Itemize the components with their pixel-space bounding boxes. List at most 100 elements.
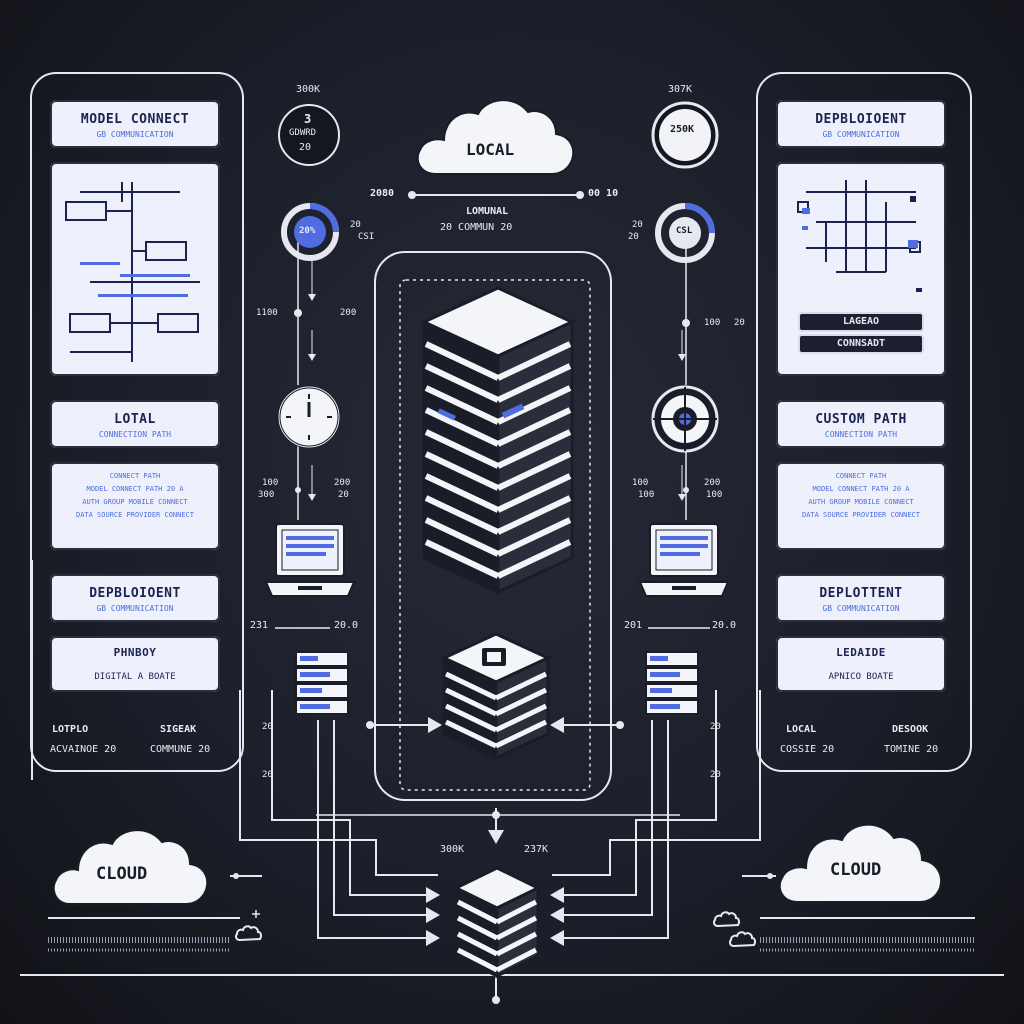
right-panel: [756, 72, 972, 772]
right-mid-label-3: 200: [704, 478, 721, 488]
left-mid-label-4: 20: [338, 490, 349, 500]
left-ring-value: 20%: [299, 226, 316, 236]
right-badge-icon: [651, 101, 719, 169]
side-tag-right-1: 20: [710, 722, 721, 732]
right-badge-label: 307K: [668, 84, 693, 95]
card-title: DEPLOTTENT: [819, 586, 903, 601]
right-laptop-icon: [638, 523, 730, 597]
side-tag-left-1: 20: [262, 722, 273, 732]
caption-line1: LOMUNAL: [466, 206, 509, 217]
right-card-deployment: DEPBLOIOENT GB COMMUNICATION: [776, 100, 946, 148]
left-clock-icon: [277, 385, 341, 449]
left-badge-line2: GDWRD: [289, 128, 317, 138]
right-bottom-title: LOCAL: [786, 724, 817, 735]
small-cloud-icon-right-2: [729, 931, 757, 948]
right-card-custom-path: CUSTOM PATH CONNECTION PATH: [776, 400, 946, 448]
text-line: MODEL CONNECT PATH 20 A: [86, 485, 184, 493]
card-subtitle: GB COMMUNICATION: [822, 604, 900, 613]
text-line: CONNECT PATH: [835, 472, 887, 480]
left-flow-label-1: 1100: [256, 308, 278, 318]
right-progress-ring: [655, 203, 715, 263]
main-server-tower-icon: [420, 286, 576, 595]
left-card-phnboy: PHNBOY DIGITAL A BOATE: [50, 636, 220, 692]
right-range-start: 201: [624, 620, 643, 631]
left-card-details: CONNECT PATH MODEL CONNECT PATH 20 A AUT…: [50, 462, 220, 550]
left-mid-label-3: 200: [334, 478, 351, 488]
middle-server-icon: [440, 632, 552, 761]
left-badge-line1: 3: [304, 112, 312, 126]
bottom-right-label: 237K: [524, 844, 549, 855]
right-ring-side-1: 20: [632, 220, 643, 230]
right-ring-side-2: 20: [628, 232, 639, 242]
text-line: DATA SOURCE PROVIDER CONNECT: [75, 511, 194, 519]
left-badge-label: 300K: [296, 84, 321, 95]
left-card-model-connect: MODEL CONNECT GB COMMUNICATION: [50, 100, 220, 148]
card-subtitle: GB COMMUNICATION: [96, 130, 174, 139]
left-laptop-icon: [264, 523, 356, 597]
right-bottom-sub-2: TOMINE 20: [884, 744, 939, 755]
right-card-circuit-diagram: LAGEAO CONNSADT: [776, 162, 946, 376]
left-flow-label-2: 200: [340, 308, 357, 318]
timeline-left-label: 2080: [370, 188, 395, 199]
right-mid-label-2: 100: [638, 490, 655, 500]
right-mid-label-1: 100: [632, 478, 649, 488]
card-title: PHNBOY: [113, 646, 157, 659]
left-rack-icon: [295, 651, 349, 715]
right-target-icon: [651, 385, 719, 453]
card-title: DEPBLOIOENT: [815, 112, 907, 127]
card-title: LOTAL: [114, 412, 156, 427]
right-rack-icon: [645, 651, 699, 715]
left-panel: [30, 72, 244, 772]
connsadt-button[interactable]: CONNSADT: [798, 334, 924, 354]
right-range-end: 20.0: [712, 620, 737, 631]
left-bottom-sub-2: COMMUNE 20: [150, 744, 211, 755]
text-line: CONNECT PATH: [109, 472, 161, 480]
card-subtitle: CONNECTION PATH: [824, 430, 898, 439]
left-badge-line3: 20: [299, 142, 312, 153]
right-card-details: CONNECT PATH MODEL CONNECT PATH 20 A AUT…: [776, 462, 946, 550]
right-ring-value: CSL: [676, 226, 693, 236]
left-card-deployment: DEPBLOIOENT GB COMMUNICATION: [50, 574, 220, 622]
cloud-label-right: CLOUD: [830, 860, 882, 880]
bottom-server-icon: [452, 866, 542, 979]
left-bottom-title: LOTPLO: [52, 724, 89, 735]
left-ring-side-2: CSI: [358, 232, 375, 242]
right-badge-text: 250K: [670, 124, 695, 135]
timeline-right-label: 00 10: [588, 188, 619, 199]
card-subtitle: GB COMMUNICATION: [822, 130, 900, 139]
card-subtitle: DIGITAL A BOATE: [94, 672, 176, 682]
circuit-icon: [797, 180, 922, 292]
card-title: DEPBLOIOENT: [89, 586, 181, 601]
cloud-label-left: CLOUD: [96, 864, 148, 884]
caption-line2: 20 COMMUN 20: [440, 222, 513, 233]
text-line: DATA SOURCE PROVIDER CONNECT: [801, 511, 920, 519]
card-title: LEDAIDE: [836, 646, 886, 659]
right-card-ledaide: LEDAIDE APNICO BOATE: [776, 636, 946, 692]
left-bottom-sub: ACVAINOE 20: [50, 744, 117, 755]
left-card-lotal: LOTAL CONNECTION PATH: [50, 400, 220, 448]
small-cloud-icon-right-1: [713, 911, 741, 928]
cloud-icon-local: [416, 99, 575, 175]
bottom-left-label: 300K: [440, 844, 465, 855]
right-flow-label-1: 100: [704, 318, 721, 328]
text-line: AUTH GROUP MOBILE CONNECT: [808, 498, 914, 506]
left-ring-side-1: 20: [350, 220, 361, 230]
card-subtitle: CONNECTION PATH: [98, 430, 172, 439]
left-progress-ring: [281, 203, 339, 261]
card-subtitle: APNICO BOATE: [828, 672, 894, 682]
lagead-button[interactable]: LAGEAO: [798, 312, 924, 332]
right-mid-label-4: 100: [706, 490, 723, 500]
cloud-label-local: LOCAL: [466, 140, 515, 159]
cloud-icon-left: [52, 829, 209, 905]
left-bottom-title-2: SIGEAK: [160, 724, 197, 735]
left-card-flow-diagram: [50, 162, 220, 376]
small-cloud-icon-left: [235, 910, 263, 942]
cloud-icon-right: [778, 823, 942, 903]
right-bottom-title-2: DESOOK: [892, 724, 929, 735]
left-mid-label-2: 300: [258, 490, 275, 500]
card-title: CUSTOM PATH: [815, 412, 907, 427]
side-tag-right-2: 20: [710, 770, 721, 780]
card-text: CONNECT PATH MODEL CONNECT PATH 20 A AUT…: [64, 470, 206, 522]
